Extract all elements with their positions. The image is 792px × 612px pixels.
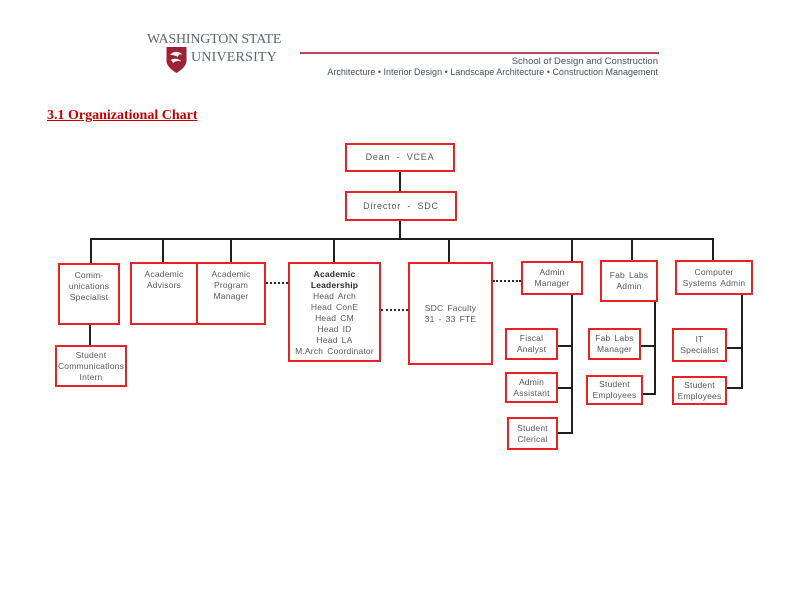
department-name: School of Design and Construction	[511, 56, 658, 67]
spine-computer-systems	[741, 295, 743, 389]
spine-admin-manager	[571, 295, 573, 434]
drop-academic-program-manager	[230, 238, 232, 262]
org-box-label: Academic Advisors	[144, 269, 184, 290]
drop-admin-manager	[571, 238, 573, 261]
org-box-label: Head Arch Head ConE Head CM Head ID Head…	[295, 291, 374, 356]
org-box-label: Student Employees	[677, 379, 722, 401]
org-box-label: Fab Labs Admin	[609, 270, 649, 291]
connector-director-mainline	[399, 221, 401, 239]
dotted-faculty-adminmgr	[493, 280, 521, 282]
dotted-leadership-faculty	[381, 309, 408, 311]
department-programs: Architecture • Interior Design • Landsca…	[327, 67, 658, 77]
org-box-label: Computer Systems Admin	[682, 266, 746, 288]
org-box-label: Academic Program Manager	[211, 269, 251, 301]
org-box-it-student-employees: Student Employees	[672, 376, 727, 405]
drop-computer-systems-admin	[712, 238, 714, 260]
dotted-apm-leadership	[266, 282, 288, 284]
connector-it-student-employees	[727, 387, 742, 389]
wsu-wordmark-line1: WASHINGTON STATE	[147, 32, 282, 47]
org-box-label: IT Specialist	[680, 334, 719, 355]
org-box-fab-labs-admin: Fab Labs Admin	[600, 260, 658, 302]
org-box-label: Fiscal Analyst	[516, 333, 547, 354]
org-box-label: Admin Assistant	[513, 376, 550, 398]
org-box-academic-program-manager: Academic Program Manager	[196, 262, 266, 325]
connector-it-specialist	[727, 347, 742, 349]
connector-main-horizontal	[91, 238, 714, 240]
org-box-admin-manager: Admin Manager	[521, 261, 583, 295]
org-box-label: Director - SDC	[363, 200, 439, 211]
org-box-label: Admin Manager	[534, 267, 570, 288]
department-header: School of Design and Construction Archit…	[200, 56, 658, 78]
org-box-director-sdc: Director - SDC	[345, 191, 457, 221]
org-box-fab-student-employees: Student Employees	[586, 375, 643, 405]
org-box-label: Fab Labs Manager	[595, 333, 634, 354]
org-box-academic-leadership: Academic Leadership Head Arch Head ConE …	[288, 262, 381, 362]
org-box-it-specialist: IT Specialist	[672, 328, 727, 362]
drop-communications	[90, 238, 92, 263]
drop-sdc-faculty	[448, 238, 450, 262]
org-box-student-communications-intern: Student Communications Intern	[55, 345, 127, 387]
org-box-label: Dean - VCEA	[365, 152, 435, 162]
org-box-label: Student Clerical	[517, 422, 548, 444]
connector-fiscal-analyst	[558, 345, 572, 347]
drop-academic-leadership	[333, 238, 335, 262]
connector-fab-labs-manager	[641, 345, 655, 347]
connector-comm-intern	[89, 325, 91, 345]
org-box-label-bold: Academic Leadership	[310, 269, 359, 290]
org-box-computer-systems-admin: Computer Systems Admin	[675, 260, 753, 295]
header-rule	[300, 52, 659, 54]
wsu-cougar-shield-icon	[166, 47, 187, 73]
org-box-dean-vcea: Dean - VCEA	[345, 143, 455, 172]
connector-dean-director	[399, 172, 401, 191]
connector-admin-assistant	[558, 387, 572, 389]
org-box-label: Comm- unications Specialist	[68, 270, 110, 302]
connector-student-clerical	[558, 432, 572, 434]
org-box-academic-advisors: Academic Advisors	[130, 262, 198, 325]
connector-fab-student-employees	[643, 393, 655, 395]
org-box-communications-specialist: Comm- unications Specialist	[58, 263, 120, 325]
org-box-admin-assistant: Admin Assistant	[505, 372, 558, 403]
wsu-wordmark-line2: UNIVERSITY	[191, 50, 277, 65]
org-box-sdc-faculty: SDC Faculty 31 - 33 FTE	[408, 262, 493, 365]
org-box-label: Student Communications Intern	[57, 349, 125, 382]
section-title: 3.1 Organizational Chart	[47, 108, 198, 123]
org-box-student-clerical: Student Clerical	[507, 417, 558, 450]
spine-fab-labs	[654, 302, 656, 395]
drop-academic-advisors	[162, 238, 164, 262]
org-box-fab-labs-manager: Fab Labs Manager	[588, 328, 641, 360]
drop-fab-labs-admin	[631, 238, 633, 260]
org-box-label: SDC Faculty 31 - 33 FTE	[424, 302, 477, 324]
org-box-label: Student Employees	[592, 379, 637, 400]
org-box-fiscal-analyst: Fiscal Analyst	[505, 328, 558, 360]
